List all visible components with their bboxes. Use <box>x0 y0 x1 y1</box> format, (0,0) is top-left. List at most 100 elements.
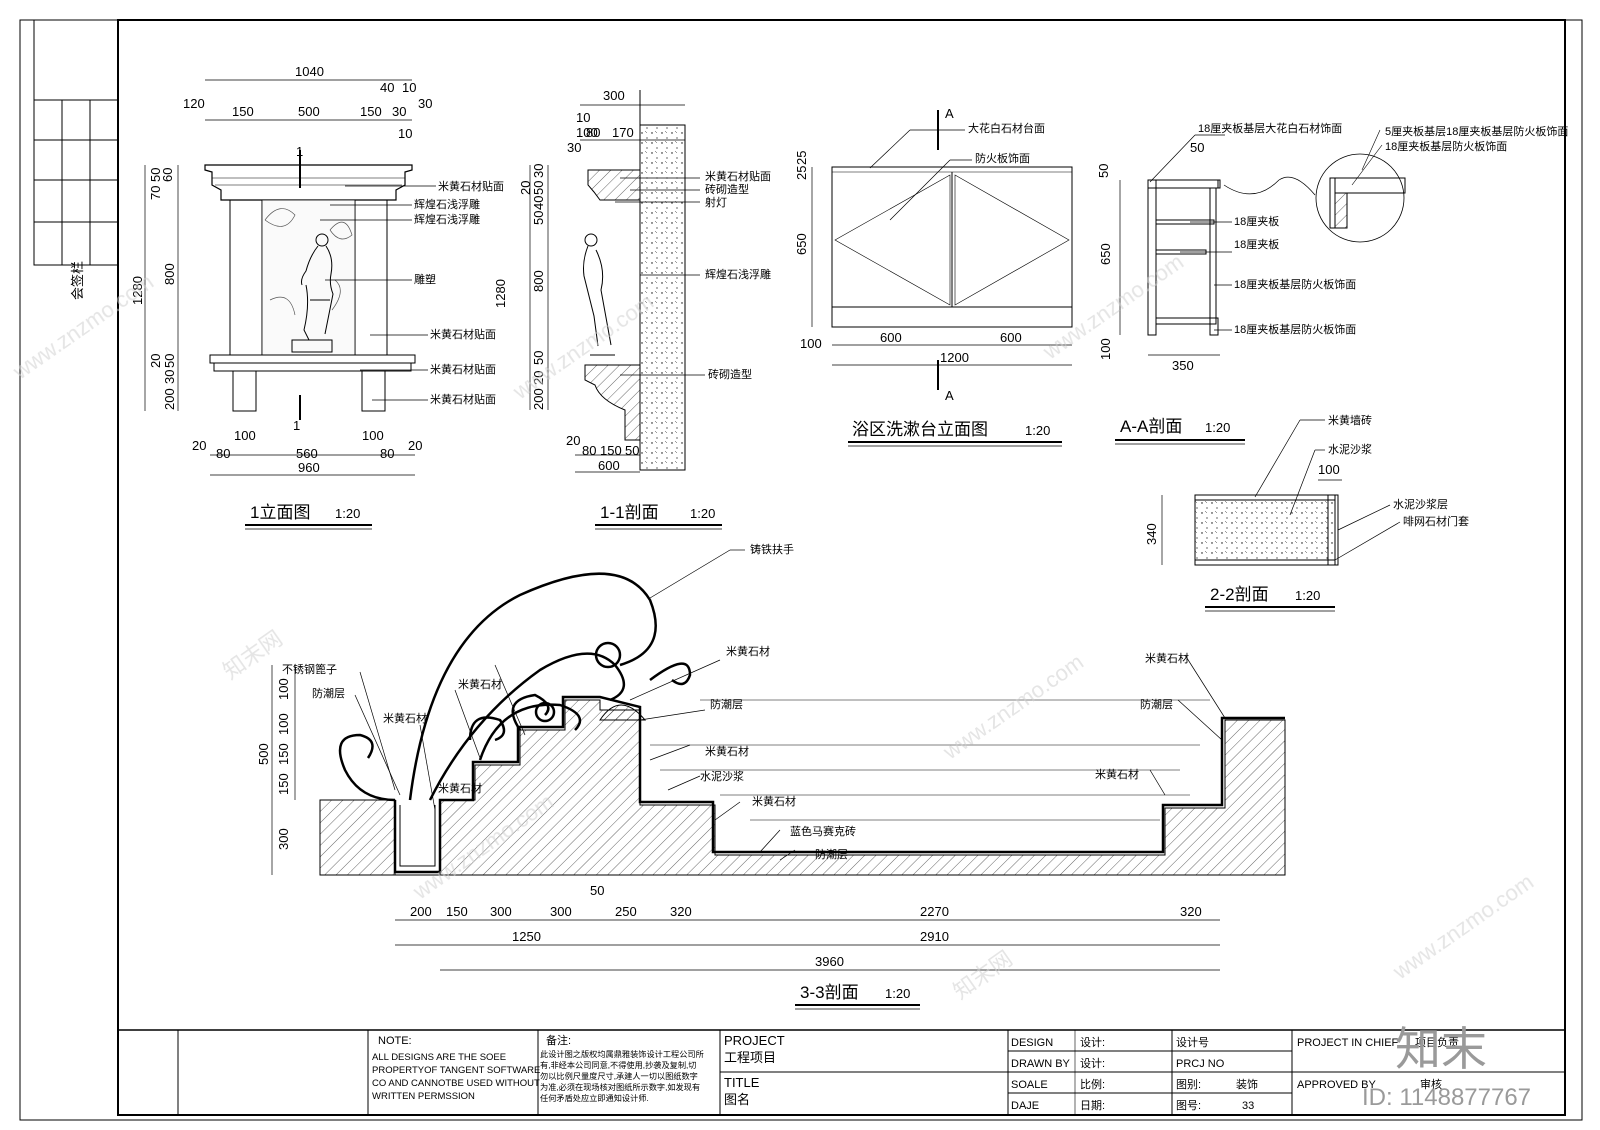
dim-33-l500: 500 <box>256 743 271 765</box>
label-33-moisture-l: 防潮层 <box>312 686 345 700</box>
section-1-1: 300 10 80 170 100 30 30 50 20 40 50 1280… <box>493 88 771 530</box>
label-22-0: 米黄墙砖 <box>1328 413 1372 427</box>
wm-id: ID: 1148877767 <box>1362 1084 1531 1111</box>
section-3-3: 铸铁扶手 不锈钢篦子 防潮层 米黄石材 米黄石材 米黄石材 米黄石材 防潮层 米… <box>256 542 1286 1010</box>
tb-scale-cn: 比例: <box>1080 1077 1105 1091</box>
label-11-2: 射灯 <box>705 195 727 209</box>
wm-site-5: www.znzmo.com <box>1388 869 1538 985</box>
basin-elevation: A A 大花白石材台面 防火板饰面 25 25 650 100 600 600 … <box>794 106 1073 447</box>
dim-basin-600a: 600 <box>880 330 902 345</box>
elevation-1: 1 1 1040 120 150 500 150 30 40 10 30 10 … <box>130 64 504 530</box>
dim-33-150: 150 <box>446 904 468 919</box>
wm-site-cn-0: 知末网 <box>219 626 287 684</box>
dim-11-l1280: 1280 <box>493 279 508 308</box>
label-aa-detail-1: 18厘夹板基层防火板饰面 <box>1385 139 1507 153</box>
label-33-moisture-m2: 防潮层 <box>815 847 848 861</box>
sign-column: 会签栏 <box>33 19 119 300</box>
label-e1-5: 米黄石材贴面 <box>430 362 496 376</box>
dim-33-l100a: 100 <box>276 678 291 700</box>
dim-l-50: 50 <box>148 168 163 182</box>
dim-aa-350: 350 <box>1172 358 1194 373</box>
label-aa-1: 18厘夹板 <box>1234 214 1279 228</box>
dim-11-170: 170 <box>612 125 634 140</box>
dim-33-300b: 300 <box>550 904 572 919</box>
dim-11-l50c: 50 <box>531 351 546 365</box>
title-aa: A-A剖面 <box>1120 417 1182 436</box>
dim-33-l300: 300 <box>276 828 291 850</box>
dim-11-l40: 40 <box>531 196 546 210</box>
tb-drawn: DRAWN BY <box>1011 1058 1071 1070</box>
label-aa-0: 18厘夹板基层大花白石材饰面 <box>1198 121 1342 135</box>
label-e1-2: 辉煌石浅浮雕 <box>414 212 480 226</box>
tb-title: TITLE <box>724 1075 760 1090</box>
tb-fig-type-label: 图别: <box>1176 1078 1201 1091</box>
title-e1: 1立面图 <box>250 503 310 522</box>
dim-b-100b: 100 <box>234 428 256 443</box>
tb-remark-1: 有,非经本公司同意,不得使用,抄袭及复制,切 <box>540 1060 696 1070</box>
tb-design-no: 设计号 <box>1176 1036 1209 1049</box>
dim-b-560: 560 <box>296 446 318 461</box>
label-basin-0: 大花白石材台面 <box>968 121 1045 135</box>
tb-note-line-3: WRITTEN PERMSSION <box>372 1091 475 1102</box>
dim-11-80: 80 <box>586 125 600 140</box>
dim-33-1250: 1250 <box>512 929 541 944</box>
label-basin-1: 防火板饰面 <box>975 151 1030 165</box>
title-block: NOTE: ALL DESIGNS ARE THE SOEE PROPERTYO… <box>117 1029 1566 1116</box>
dim-33-2270: 2270 <box>920 904 949 919</box>
dim-l-200: 200 <box>162 388 177 410</box>
dim-33-250: 250 <box>615 904 637 919</box>
dim-l-50b: 50 <box>162 354 177 368</box>
label-e1-1: 辉煌石浅浮雕 <box>414 197 480 211</box>
dim-l-1280: 1280 <box>130 276 145 305</box>
dim-33-l150b: 150 <box>276 773 291 795</box>
dim-basin-650: 650 <box>794 233 809 255</box>
dim-11-l800: 800 <box>531 270 546 292</box>
dim-11-b20: 20 <box>566 433 580 448</box>
tb-remark-0: 此设计图之版权均属鼎雅装饰设计工程公司所 <box>540 1049 704 1059</box>
tb-drawn-cn: 设计: <box>1080 1057 1105 1070</box>
label-33-stone-l1: 米黄石材 <box>383 711 427 725</box>
label-33-moisture-m: 防潮层 <box>710 697 743 711</box>
title-basin: 浴区洗漱台立面图 <box>852 420 988 439</box>
wm-site-cn-1: 知末网 <box>949 946 1017 1004</box>
dim-10a: 10 <box>402 80 416 95</box>
dim-aa-100: 100 <box>1098 338 1113 360</box>
dim-b-100a: 100 <box>362 428 384 443</box>
section-letter-top: A <box>945 106 954 121</box>
dim-11-l20: 20 <box>518 181 533 195</box>
dim-500: 500 <box>298 104 320 119</box>
dim-b-960: 960 <box>298 460 320 475</box>
label-e1-0: 米黄石材贴面 <box>438 179 504 193</box>
dim-11-10: 10 <box>576 110 590 125</box>
dim-33-200: 200 <box>410 904 432 919</box>
label-11-4: 砖砌造型 <box>708 367 752 381</box>
scale-basin: 1:20 <box>1025 423 1050 438</box>
dim-11-300: 300 <box>603 88 625 103</box>
label-11-1: 砖砌造型 <box>705 182 749 196</box>
label-33-stone-l3: 米黄石材 <box>438 781 482 795</box>
dim-l-30: 30 <box>162 370 177 384</box>
dim-120: 120 <box>183 96 205 111</box>
section-mark-bottom: 1 <box>293 418 300 433</box>
tb-fig-no: 33 <box>1242 1100 1254 1112</box>
dim-11-b150: 150 <box>600 443 622 458</box>
tb-design-cn: 设计: <box>1080 1036 1105 1049</box>
label-22-1: 水泥沙浆 <box>1328 442 1372 456</box>
tb-note-line-0: ALL DESIGNS ARE THE SOEE <box>372 1052 506 1063</box>
tb-note-line-1: PROPERTYOF TANGENT SOFTWARE <box>372 1065 540 1076</box>
label-33-stone-r2: 米黄石材 <box>1095 767 1139 781</box>
dim-11-l30: 30 <box>531 164 546 178</box>
tb-date: DAJE <box>1011 1100 1039 1112</box>
drawing-border <box>117 19 1566 1116</box>
dim-1040: 1040 <box>295 64 324 79</box>
dim-aa-650: 650 <box>1098 243 1113 265</box>
dim-22-100: 100 <box>1318 462 1340 477</box>
dim-11-l20b: 20 <box>531 371 546 385</box>
tb-project-cn: 工程项目 <box>724 1050 776 1065</box>
dim-b-20b: 20 <box>408 438 422 453</box>
tb-fig-type: 装饰 <box>1236 1077 1258 1091</box>
wm-site-4: www.znzmo.com <box>938 649 1088 765</box>
dim-33-320a: 320 <box>670 904 692 919</box>
tb-project: PROJECT <box>724 1033 785 1048</box>
